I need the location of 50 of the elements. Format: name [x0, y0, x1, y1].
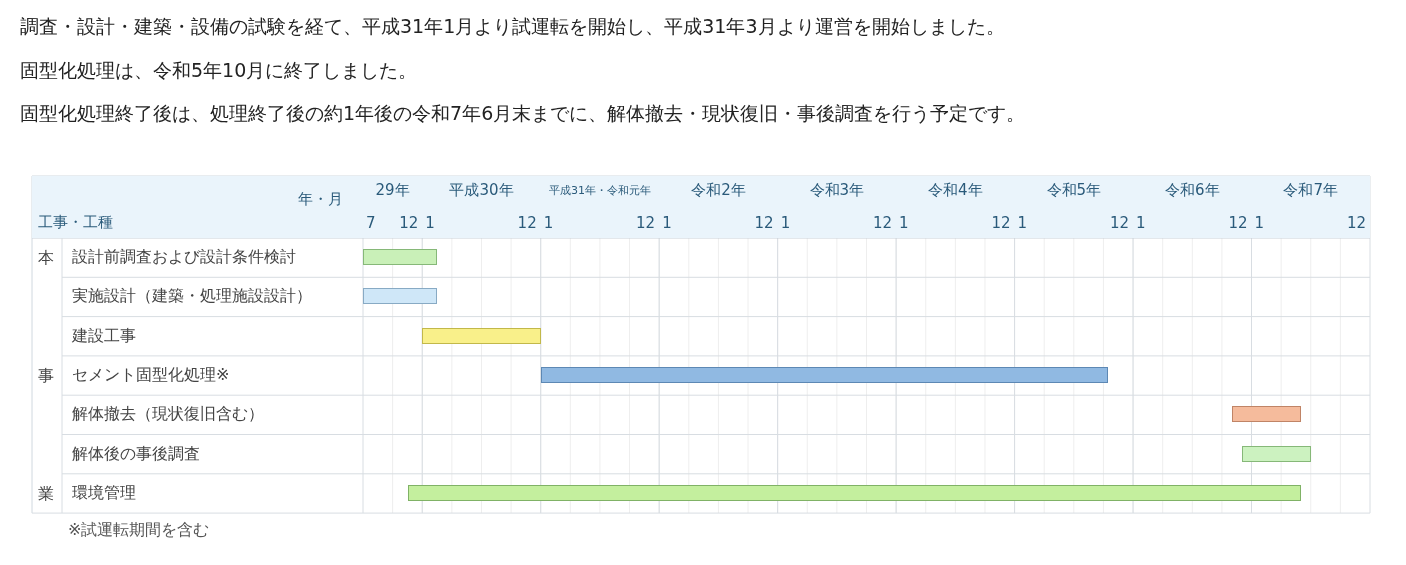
task-label: 環境管理 — [72, 482, 136, 504]
year-heading: 令和2年 — [690, 181, 747, 200]
task-label: 建設工事 — [72, 325, 136, 347]
task-label: 実施設計（建築・処理施設設計） — [72, 286, 312, 308]
month-label: 1 — [425, 214, 435, 232]
month-label: 1 — [780, 214, 791, 232]
month-label: 12 — [990, 214, 1011, 232]
month-label: 1 — [1136, 214, 1146, 232]
month-label: 1 — [543, 214, 554, 232]
month-label: 12 — [635, 214, 656, 232]
gantt-bar — [422, 327, 541, 344]
year-heading: 29年 — [374, 181, 411, 200]
column-heading: 工事・工種 — [38, 213, 113, 232]
month-label: 12 — [872, 214, 893, 232]
year-heading: 令和4年 — [927, 181, 984, 200]
year-heading: 令和5年 — [1045, 181, 1103, 200]
month-label: 12 — [1345, 214, 1366, 232]
month-label: 7 — [366, 214, 376, 232]
month-label: 12 — [398, 214, 419, 232]
month-label: 12 — [516, 214, 537, 232]
gantt-bar — [363, 249, 438, 265]
category-label: 業 — [38, 483, 54, 505]
month-label: 12 — [753, 214, 774, 232]
year-heading: 令和6年 — [1164, 181, 1221, 200]
year-heading: 令和3年 — [808, 181, 866, 200]
month-label: 1 — [662, 214, 672, 232]
task-label: セメント固型化処理※ — [72, 364, 230, 386]
month-label: 1 — [1254, 214, 1265, 232]
footnote: ※試運転期間を含む — [68, 520, 210, 541]
month-label: 12 — [1108, 214, 1130, 232]
task-label: 解体後の事後調査 — [72, 443, 200, 465]
gantt-bar — [1231, 406, 1301, 423]
month-label: 1 — [899, 214, 909, 232]
month-label: 1 — [1017, 214, 1028, 232]
year-heading: 令和7年 — [1282, 181, 1339, 200]
category-label: 事 — [38, 365, 54, 387]
task-label: 設計前調査および設計条件検討 — [72, 247, 296, 268]
category-label: 本 — [38, 248, 54, 269]
column-heading: 年・月 — [298, 190, 343, 209]
gantt-bar — [363, 288, 438, 305]
gantt-bar — [540, 366, 1109, 383]
gantt-bar — [1241, 445, 1311, 462]
month-label: 12 — [1227, 214, 1248, 232]
intro-text: 固型化処理終了後は、処理終了後の約1年後の令和7年6月末までに、解体撤去・現状復旧・事後調査を行う予定です。 — [20, 101, 1026, 126]
year-heading: 平成31年・令和元年 — [547, 183, 652, 199]
year-heading: 平成30年 — [448, 181, 515, 200]
intro-text: 固型化処理は、令和5年10月に終了しました。 — [20, 58, 418, 83]
intro-text: 調査・設計・建築・設備の試験を経て、平成31年1月より試運転を開始し、平成31年3月より運営を開始しました。 — [20, 14, 1005, 39]
gantt-bar — [408, 484, 1301, 501]
task-label: 解体撤去（現状復旧含む） — [72, 404, 264, 426]
